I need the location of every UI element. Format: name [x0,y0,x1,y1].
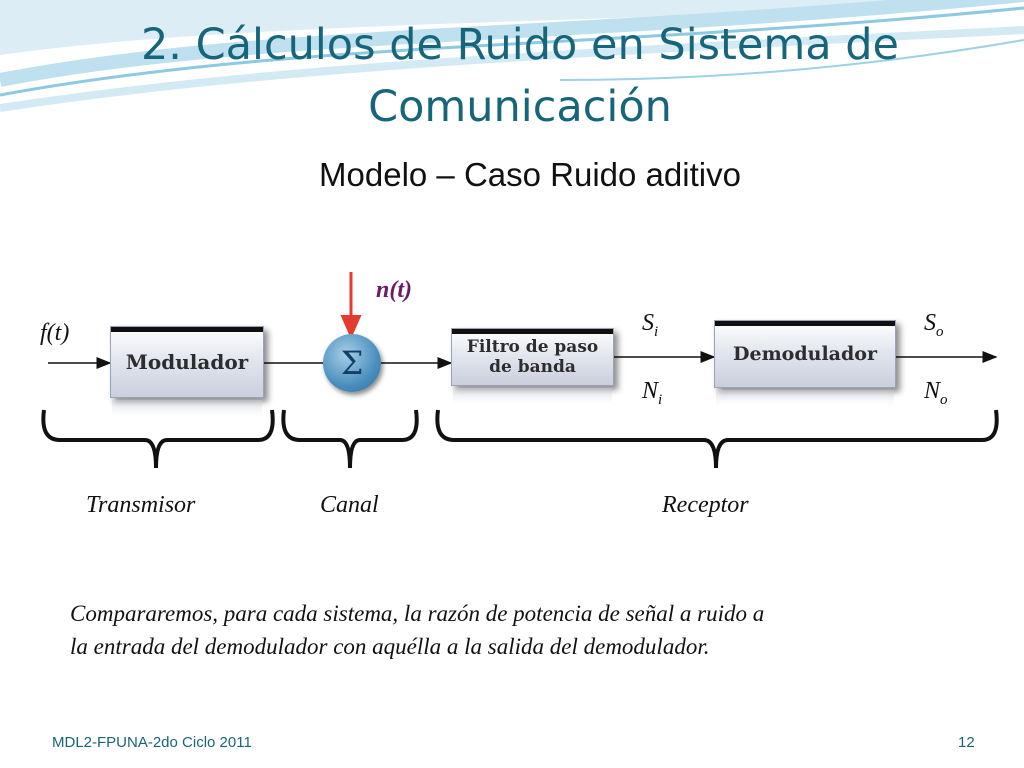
channel-group-label: Canal [320,492,379,518]
bandpass-filter-label-line1: Filtro de paso [466,337,599,357]
diagram-connectors [41,272,999,469]
bandpass-filter-reflection [453,388,612,404]
brace-transmitter [41,409,275,469]
explanation-paragraph: Compararemos, para cada sistema, la razó… [70,597,970,663]
signal-input-label: Si [642,310,658,341]
signal-output-label: So [924,310,944,341]
noise-output-subscript: o [940,391,948,408]
signal-input-letter: S [642,310,654,336]
slide-title-line2: Comunicación [368,82,672,132]
signal-output-letter: S [924,310,936,336]
demodulator-reflection [716,390,894,406]
noise-input-subscript: i [658,391,663,408]
brace-channel [281,409,419,469]
slide-title: 2. Cálculos de Ruido en Sistema de Comun… [60,14,980,138]
slide-subtitle: Modelo – Caso Ruido aditivo [319,156,741,193]
page-number: 12 [958,734,975,751]
brace-receiver [435,409,999,469]
header-wave-decoration [0,0,1024,112]
transmitter-group-label: Transmisor [86,492,196,518]
noise-input-letter: N [642,378,659,404]
bandpass-filter-label-line2: de banda [489,357,576,377]
modulator-block: Modulador [110,326,264,398]
noise-signal-label: n(t) [376,277,412,303]
modulator-reflection [112,400,262,416]
signal-output-subscript: o [936,323,944,340]
summing-junction: Σ [323,334,381,392]
demodulator-block-label: Demodulador [733,343,877,365]
explanation-line1: Compararemos, para cada sistema, la razó… [70,601,765,626]
noise-output-label: No [924,378,948,409]
footer-course-label: MDL2-FPUNA-2do Ciclo 2011 [52,734,252,751]
slide-title-line1: 2. Cálculos de Ruido en Sistema de [140,20,900,70]
bandpass-filter-block: Filtro de paso de banda [451,328,614,386]
signal-input-subscript: i [654,323,659,340]
noise-output-letter: N [924,378,941,404]
receiver-group-label: Receptor [662,492,749,518]
modulator-block-label: Modulador [125,350,249,374]
noise-input-label: Ni [642,378,662,409]
input-signal-label: f(t) [40,320,70,346]
summing-symbol: Σ [340,344,364,382]
explanation-line2: la entrada del demodulador con aquélla a… [70,634,710,659]
demodulator-block: Demodulador [714,320,896,388]
